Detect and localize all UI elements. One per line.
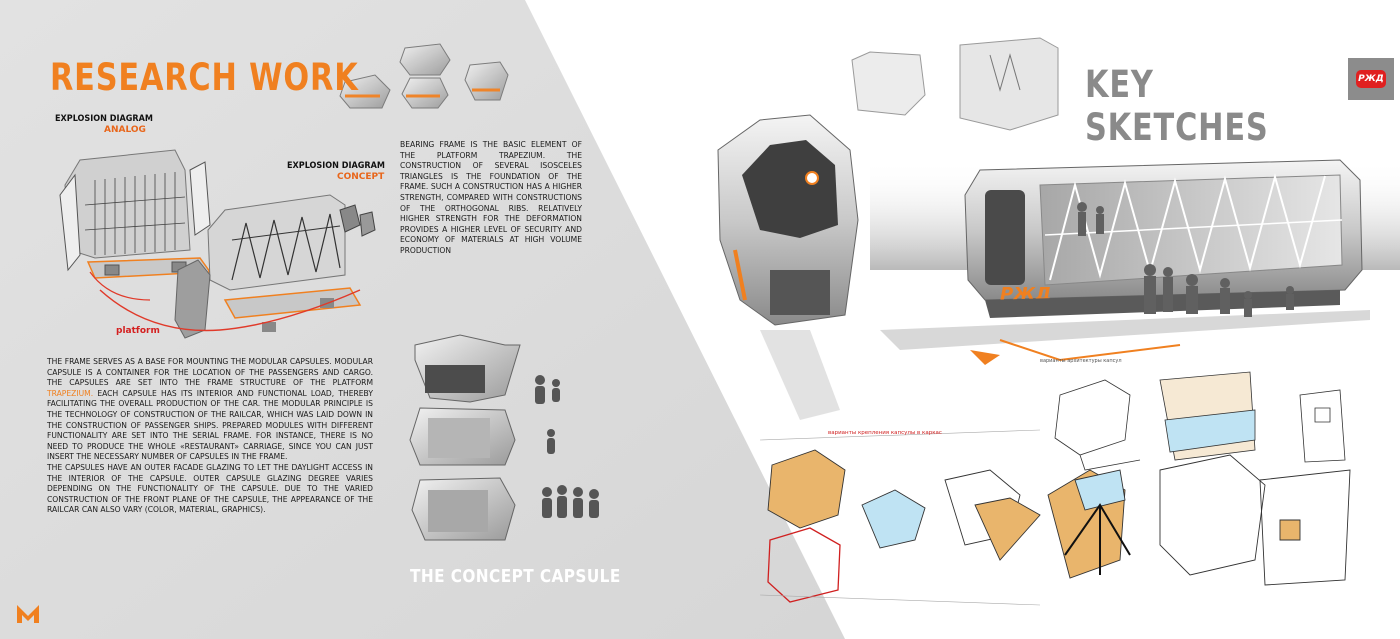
frame-text-after: EACH CAPSULE HAS ITS INTERIOR AND FUNCTI… (47, 388, 373, 462)
frame-text-highlight: TRAPEZIUM. (47, 388, 94, 398)
capsules-text: THE CAPSULES HAVE AN OUTER FACADE GLAZIN… (47, 462, 373, 515)
people-pictograms (535, 375, 599, 518)
capsule-mounting-note: варианты крепления капсулы в каркас (828, 430, 942, 436)
frame-text-before: THE FRAME SERVES AS A BASE FOR MOUNTING … (47, 357, 373, 388)
research-work-title: RESEARCH WORK (50, 56, 359, 99)
m-logo-icon (17, 605, 39, 623)
concept-capsule-stack (409, 334, 521, 541)
concept-explosion-diagram (89, 194, 376, 339)
capsule-mounting-sketches (759, 429, 1351, 606)
platform-label: platform (116, 326, 160, 336)
capsule-thumbnails (339, 43, 509, 109)
rzd-brand-logo: РЖД (1348, 58, 1394, 100)
frame-structure-note: варианты архитектуры капсул (1040, 358, 1122, 364)
explosion-analog-title: EXPLOSION DIAGRAM (55, 114, 153, 124)
bearing-frame-paragraph: BEARING FRAME IS THE BASIC ELEMENT OF TH… (400, 140, 582, 255)
capsule-frame-sketches (1054, 371, 1346, 471)
rzd-logo-text: РЖД (1356, 70, 1386, 88)
explosion-concept-sub: CONCEPT (337, 172, 385, 182)
train-front-view (717, 114, 859, 420)
key-sketches-title: KEY SKETCHES (1085, 63, 1269, 149)
thumbnail-sketches (851, 37, 1059, 131)
explosion-concept-title: EXPLOSION DIAGRAM (287, 161, 385, 171)
explosion-analog-sub: ANALOG (104, 125, 146, 135)
frame-paragraph: THE FRAME SERVES AS A BASE FOR MOUNTING … (47, 357, 373, 516)
concept-capsule-title: THE CONCEPT CAPSULE (410, 566, 621, 587)
